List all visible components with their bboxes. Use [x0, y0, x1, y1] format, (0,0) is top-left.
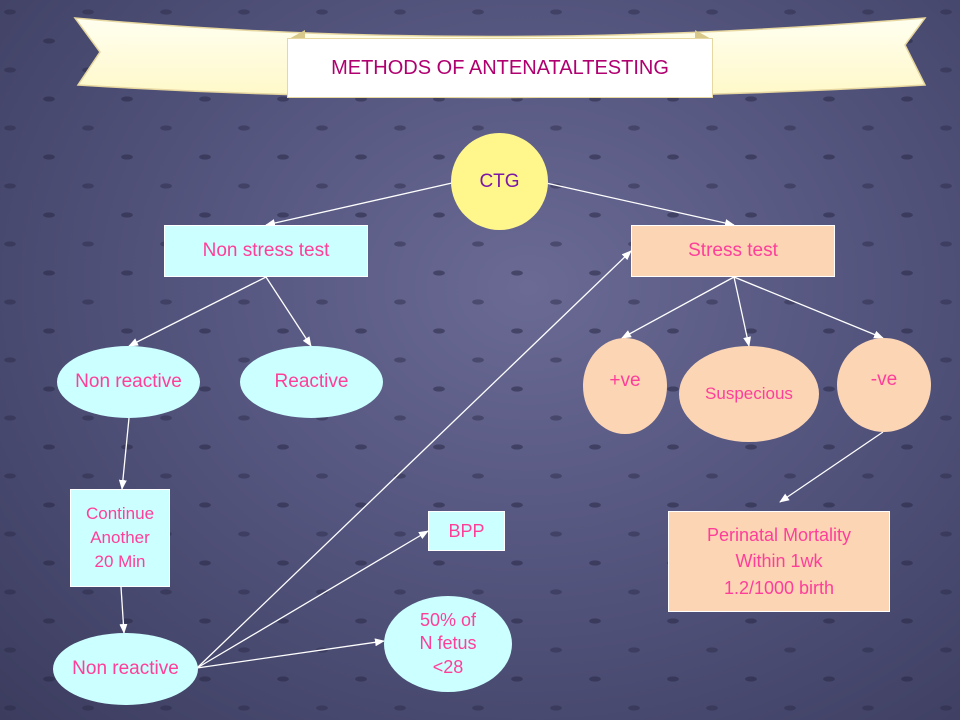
- connector-negative-to-perinatal: [779, 431, 884, 503]
- connector-ctg-to-nst: [265, 182, 453, 227]
- continue-another-20-min-node: Continue Another 20 Min: [70, 489, 170, 587]
- positive-result-node: +ve: [583, 338, 667, 434]
- connector-st-to-negative: [733, 276, 884, 339]
- ctg-node: CTG: [451, 133, 548, 230]
- stress-test-node: Stress test: [631, 225, 835, 277]
- connector-nst-to-reactive: [265, 276, 312, 347]
- bpp-node: BPP: [428, 511, 505, 551]
- non-stress-test-node: Non stress test: [164, 225, 368, 277]
- diagram-title: METHODS OF ANTENATALTESTING: [287, 38, 713, 98]
- connector-nonreactive2-to-stresstest: [196, 250, 632, 669]
- fifty-percent-node: 50% of N fetus <28: [384, 596, 512, 692]
- connector-st-to-suspicious: [733, 276, 751, 347]
- connector-continue-to-nonreactive2: [119, 586, 128, 634]
- reactive-node: Reactive: [240, 346, 383, 418]
- suspicious-result-node: Suspecious: [679, 346, 819, 442]
- connector-nonreactive2-to-fifty: [196, 638, 385, 669]
- connector-nonreactive-to-continue: [118, 417, 130, 490]
- non-reactive-repeat-node: Non reactive: [53, 633, 198, 705]
- negative-result-node: -ve: [837, 338, 931, 432]
- connector-nst-to-nonreactive: [128, 276, 267, 347]
- connector-ctg-to-st: [545, 182, 735, 227]
- connector-st-to-positive: [621, 276, 735, 339]
- perinatal-mortality-node: Perinatal Mortality Within 1wk 1.2/1000 …: [668, 511, 890, 612]
- non-reactive-node: Non reactive: [57, 346, 200, 418]
- connector-nonreactive2-to-bpp: [196, 530, 429, 669]
